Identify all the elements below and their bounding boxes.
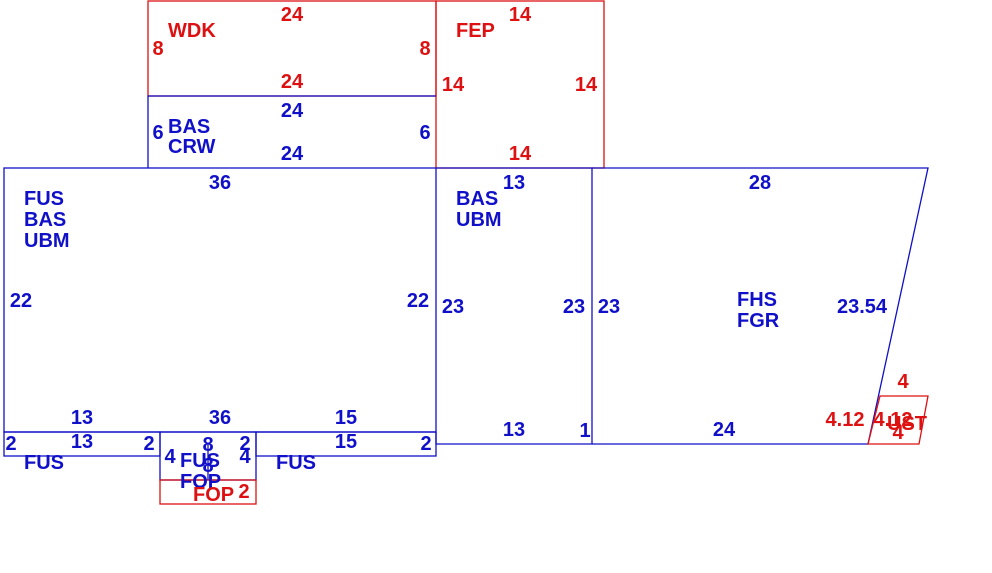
bas-ubm-top-dim: 13 (503, 172, 525, 194)
wdk-top-dim: 24 (281, 4, 304, 26)
main-bottom-dim: 36 (209, 407, 231, 429)
ust-outline[interactable] (867, 395, 929, 445)
ust-bottom-dim: 4 (892, 422, 904, 444)
bas-ubm-code-2: UBM (456, 209, 502, 231)
fhs-fgr-left-dim: 23 (598, 296, 620, 318)
wdk-right-dim: 8 (419, 38, 430, 60)
ust-right-dim: 4.12 (874, 409, 913, 431)
bas-crw-top-dim: 24 (281, 100, 304, 122)
fus-fop-inner-dim: 8 (202, 455, 213, 477)
fus-right-code: FUS (276, 452, 316, 474)
fep-top-dim: 14 (509, 4, 532, 26)
main-right-dim: 22 (407, 290, 429, 312)
wdk-left-dim: 8 (152, 38, 163, 60)
fhs-fgr-code-1: FHS (737, 289, 777, 311)
fep-left-dim: 14 (442, 74, 465, 96)
fus-right-top-dim: 15 (335, 431, 357, 453)
ust-code: UST (887, 413, 927, 435)
bas-crw-outline[interactable] (147, 95, 436, 168)
fus-right-right-dim: 2 (420, 433, 431, 455)
fus-right-left-dim: 2 (239, 433, 250, 455)
main-left-dim: 22 (10, 290, 32, 312)
fus-left-top-dim: 13 (71, 431, 93, 453)
fus-left-code: FUS (24, 452, 64, 474)
fep-right-dim: 14 (575, 74, 598, 96)
fhs-fgr-bottom-dim: 24 (713, 419, 736, 441)
main-top-dim: 36 (209, 172, 231, 194)
bas-ubm-right-dim: 23 (563, 296, 585, 318)
main-code-2: BAS (24, 209, 66, 231)
main-bottom-left-dim: 13 (71, 407, 93, 429)
fop-dim: 2 (238, 481, 249, 503)
fhs-fgr-top-dim: 28 (749, 172, 771, 194)
wdk-code: WDK (168, 20, 216, 42)
bas-crw-code-2: CRW (168, 136, 216, 158)
bas-crw-code-1: BAS (168, 116, 210, 138)
bas-crw-left-dim: 6 (152, 122, 163, 144)
main-bottom-right-dim: 15 (335, 407, 357, 429)
wdk-bottom-dim: 24 (281, 71, 304, 93)
fus-fop-code-1: FUS (180, 450, 220, 472)
fus-fop-code-2: FOP (180, 471, 221, 493)
fep-code: FEP (456, 20, 495, 42)
bas-crw-bottom-dim: 24 (281, 143, 304, 165)
bas-ubm-bottom-dim: 13 (503, 419, 525, 441)
fhs-fgr-outline[interactable] (592, 167, 929, 445)
fus-fop-right-dim: 4 (239, 446, 251, 468)
bas-crw-right-dim: 6 (419, 122, 430, 144)
bas-ubm-left-dim: 23 (442, 296, 464, 318)
ust-left-dim: 4.12 (826, 409, 865, 431)
ust-top-dim: 4 (897, 371, 909, 393)
fus-fop-top-dim: 8 (202, 434, 213, 456)
main-code-1: FUS (24, 188, 64, 210)
fep-bottom-dim: 14 (509, 143, 532, 165)
bas-ubm-code-1: BAS (456, 188, 498, 210)
fop-outline[interactable] (159, 479, 257, 505)
fus-fop-left-dim: 4 (164, 446, 176, 468)
main-area-outline[interactable] (3, 167, 437, 433)
fus-left-left-dim: 2 (5, 433, 16, 455)
fhs-fgr-slant-dim: 23.54 (837, 296, 888, 318)
fhs-fgr-code-2: FGR (737, 310, 780, 332)
fus-left-right-dim: 2 (143, 433, 154, 455)
fop-code: FOP (193, 484, 234, 506)
main-code-3: UBM (24, 230, 70, 252)
bas-ubm-step-dim: 1 (579, 420, 590, 442)
